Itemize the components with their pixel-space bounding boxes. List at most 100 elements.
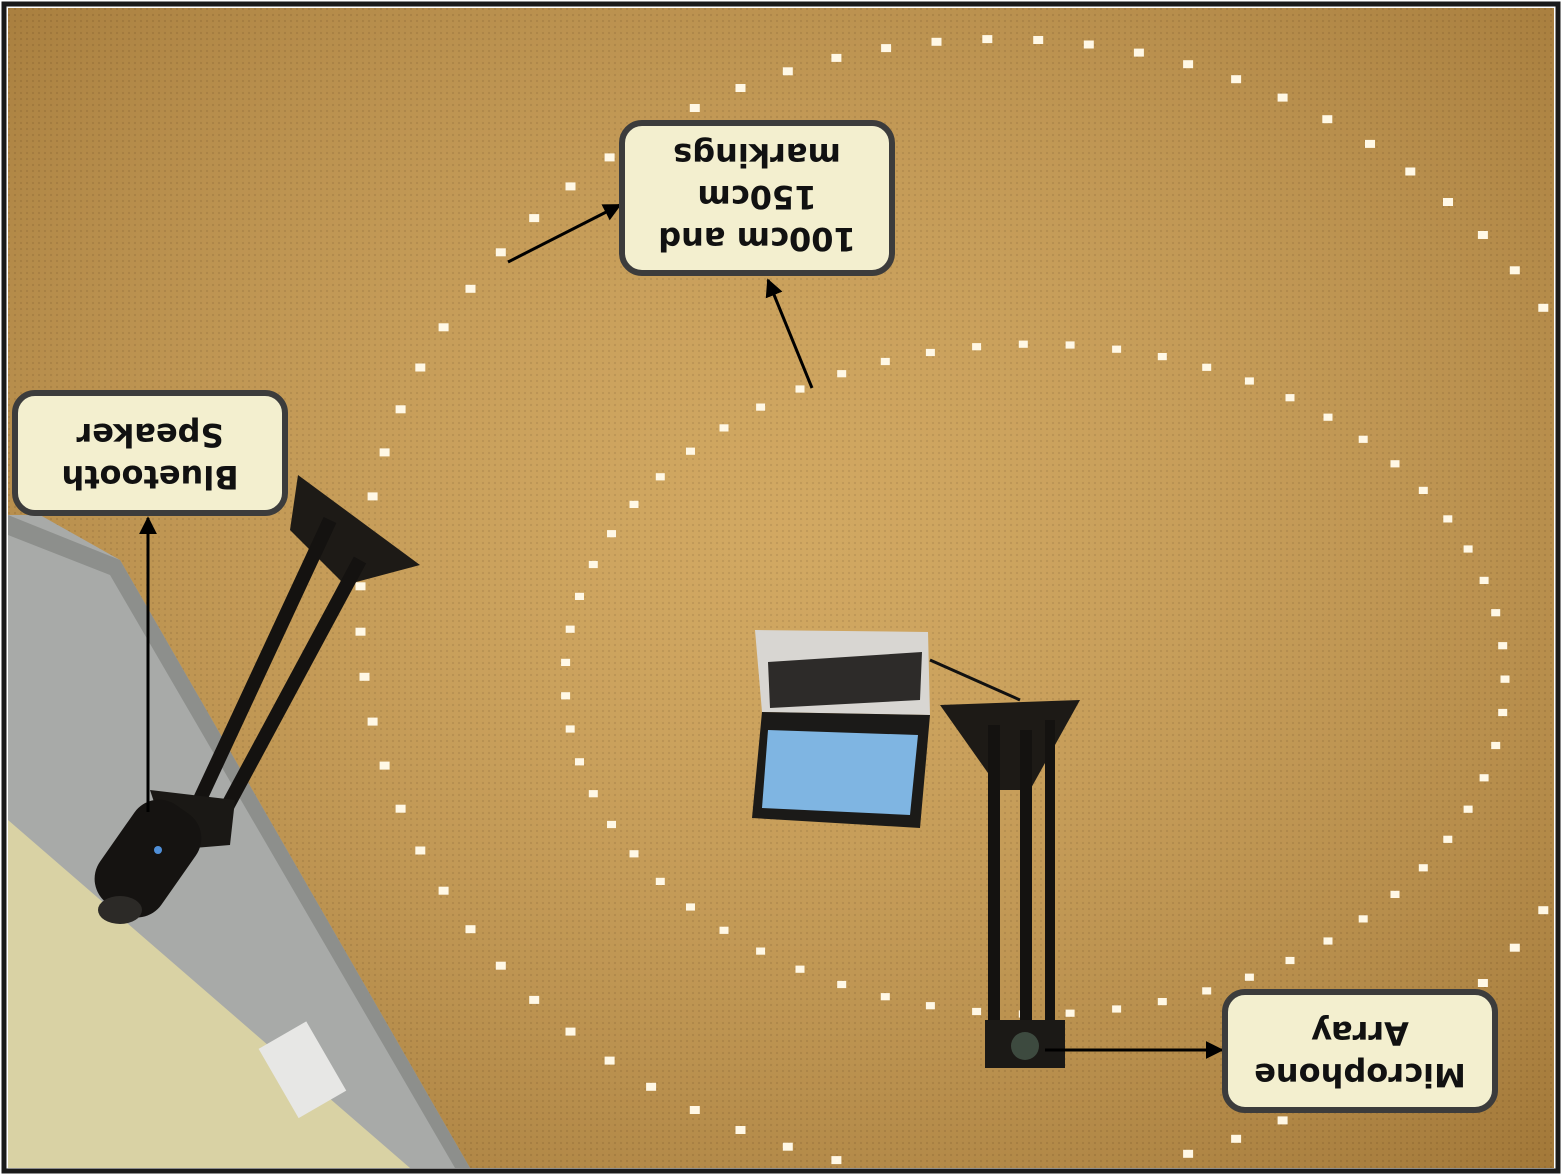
speaker-callout-line1: Bluetooth — [61, 458, 238, 496]
marking-dot — [395, 804, 406, 813]
marking-dot — [881, 44, 892, 53]
marking-dot — [367, 492, 378, 501]
marking-dot — [1277, 1116, 1288, 1125]
marking-dot — [1479, 774, 1489, 782]
marking-dot — [415, 363, 426, 372]
marking-dot — [438, 886, 449, 895]
marking-dot — [1033, 36, 1044, 44]
marking-dot — [529, 995, 540, 1004]
marking-dot — [438, 323, 449, 332]
marking-dot — [1477, 231, 1488, 239]
marking-dot — [355, 627, 366, 636]
marking-dot — [1112, 1005, 1122, 1013]
marking-dot — [1491, 609, 1501, 617]
microphone-callout-line1: Microphone — [1254, 1056, 1466, 1094]
marking-dot — [1479, 576, 1489, 584]
marking-dot — [629, 500, 639, 508]
floor-markings — [355, 35, 1549, 1165]
marking-dot — [982, 35, 993, 44]
marking-dot — [1231, 1134, 1242, 1143]
marking-dot — [1202, 987, 1212, 995]
marking-dot — [565, 182, 576, 191]
marking-dot — [719, 424, 729, 432]
marking-dot — [1443, 835, 1453, 843]
wall-outlet — [258, 1021, 347, 1119]
laptop — [752, 630, 1021, 828]
marking-dot — [782, 67, 793, 76]
marking-dot — [1157, 353, 1167, 361]
marking-dot — [395, 405, 406, 414]
bluetooth-speaker — [94, 799, 202, 924]
marking-dot — [355, 582, 366, 591]
marking-dot — [1285, 394, 1295, 402]
marking-dot — [795, 385, 805, 393]
marking-dot — [604, 1056, 615, 1065]
marking-dot — [1463, 545, 1473, 553]
marking-dot — [1538, 906, 1549, 915]
marking-dot — [831, 53, 842, 62]
microphone-stand — [940, 700, 1080, 1025]
marking-dot — [367, 717, 378, 726]
marking-dot — [1509, 943, 1520, 952]
speaker-callout: Bluetooth Speaker — [12, 390, 288, 516]
marking-dot — [1418, 864, 1428, 872]
marking-dot — [1244, 377, 1254, 385]
marking-dot — [756, 947, 766, 955]
marking-dot — [1018, 340, 1028, 348]
marking-dot — [1231, 75, 1242, 84]
marking-dot — [1477, 979, 1488, 987]
marking-dot — [1358, 915, 1368, 923]
marking-dot — [565, 725, 575, 733]
marking-dot — [565, 625, 575, 633]
marking-dot — [1065, 1009, 1075, 1017]
microphone-callout: Microphone Array — [1222, 989, 1498, 1113]
arrows — [139, 203, 1224, 1059]
speaker-callout-line2: Speaker — [76, 416, 223, 454]
marking-dot — [415, 846, 426, 855]
marking-dot — [607, 530, 616, 538]
marking-dot — [831, 1156, 842, 1165]
marking-dot — [735, 1126, 746, 1134]
markings-callout-line1: 100cm and — [658, 220, 856, 258]
marking-dot — [495, 248, 506, 257]
marking-dot — [1365, 139, 1375, 148]
marking-dot — [1358, 435, 1368, 443]
marking-dot — [1463, 805, 1473, 813]
marking-dot — [925, 348, 935, 357]
marking-dot — [1285, 956, 1295, 965]
marking-dot — [1538, 303, 1549, 312]
marking-dot — [1443, 515, 1453, 523]
marking-dot — [575, 758, 584, 766]
marking-dot — [972, 1007, 982, 1016]
marking-dot — [588, 790, 598, 798]
marking-dot — [1405, 167, 1416, 176]
marking-dot — [1443, 198, 1453, 206]
marking-dot — [655, 473, 665, 481]
marking-dot — [795, 965, 805, 973]
marking-dot — [756, 403, 766, 411]
marking-dot — [689, 1106, 700, 1114]
marking-dot — [379, 761, 390, 770]
marking-dot — [1183, 1149, 1194, 1158]
marking-dot — [1323, 413, 1333, 421]
marking-dot — [1498, 708, 1508, 717]
marking-dot — [1491, 741, 1501, 750]
marking-dot — [561, 692, 571, 700]
marking-dot — [565, 1027, 576, 1036]
marking-dot — [1112, 345, 1122, 353]
microphone-array — [985, 1020, 1065, 1068]
marking-dot — [495, 961, 506, 970]
marking-dot — [1183, 60, 1194, 69]
marking-dot — [607, 820, 616, 829]
marking-dot — [629, 850, 639, 858]
marking-dot — [931, 37, 942, 46]
marking-dot — [1390, 460, 1400, 468]
markings-callout-line3: markings — [673, 136, 841, 174]
marking-dot — [719, 926, 729, 934]
marking-dot — [1277, 93, 1288, 102]
marking-dot — [837, 980, 847, 989]
markings-callout: 100cm and 150cm markings — [619, 120, 895, 276]
marking-dot — [686, 903, 695, 911]
marking-dot — [689, 104, 700, 112]
